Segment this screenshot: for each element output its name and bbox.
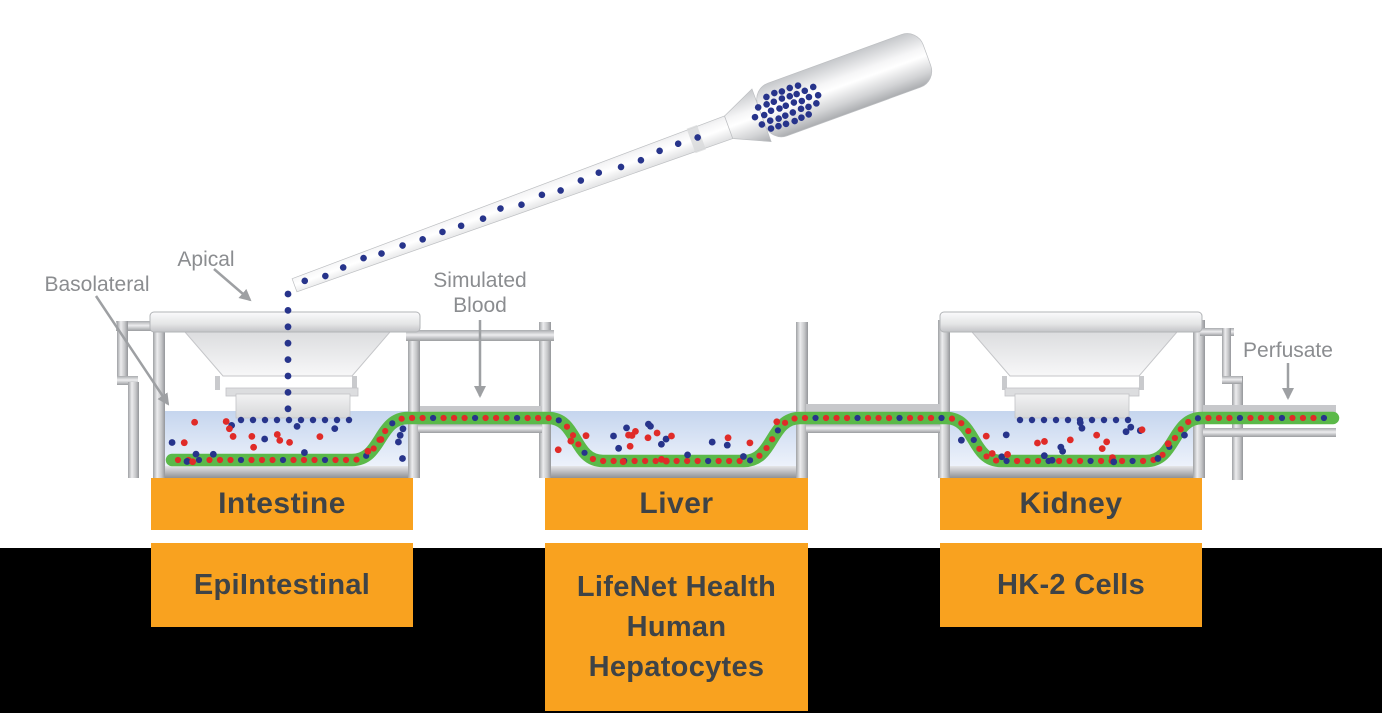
model-box-hepatocytes: LifeNet Health Human Hepatocytes	[545, 543, 808, 711]
simulated-blood-label: Simulated Blood	[433, 269, 527, 318]
organ-box-liver: Liver	[545, 478, 808, 530]
pipette-compound-dots	[301, 82, 822, 285]
transwell-insert-kidney	[939, 311, 1203, 419]
basolateral-label: Basolateral	[44, 273, 150, 296]
channel-flow-dots	[174, 414, 1328, 465]
outlet-pipe	[1200, 328, 1336, 437]
perfusate-label: Perfusate	[1243, 339, 1333, 362]
model-box-epiintestinal: EpiIntestinal	[151, 543, 413, 627]
apical-label: Apical	[177, 248, 235, 271]
organ-box-intestine: Intestine	[151, 478, 413, 530]
bridge-liver-kidney	[806, 404, 940, 433]
annotation-arrows	[94, 268, 1294, 406]
inlet-bracket	[116, 321, 158, 478]
membrane-dots	[237, 416, 1132, 424]
model-box-hk2: HK-2 Cells	[940, 543, 1202, 627]
chamber-floors	[153, 466, 1205, 478]
pipette	[291, 33, 933, 293]
dosing-drop-dots	[284, 290, 292, 413]
transwell-insert-intestine	[149, 311, 421, 419]
organ-box-kidney: Kidney	[940, 478, 1202, 530]
